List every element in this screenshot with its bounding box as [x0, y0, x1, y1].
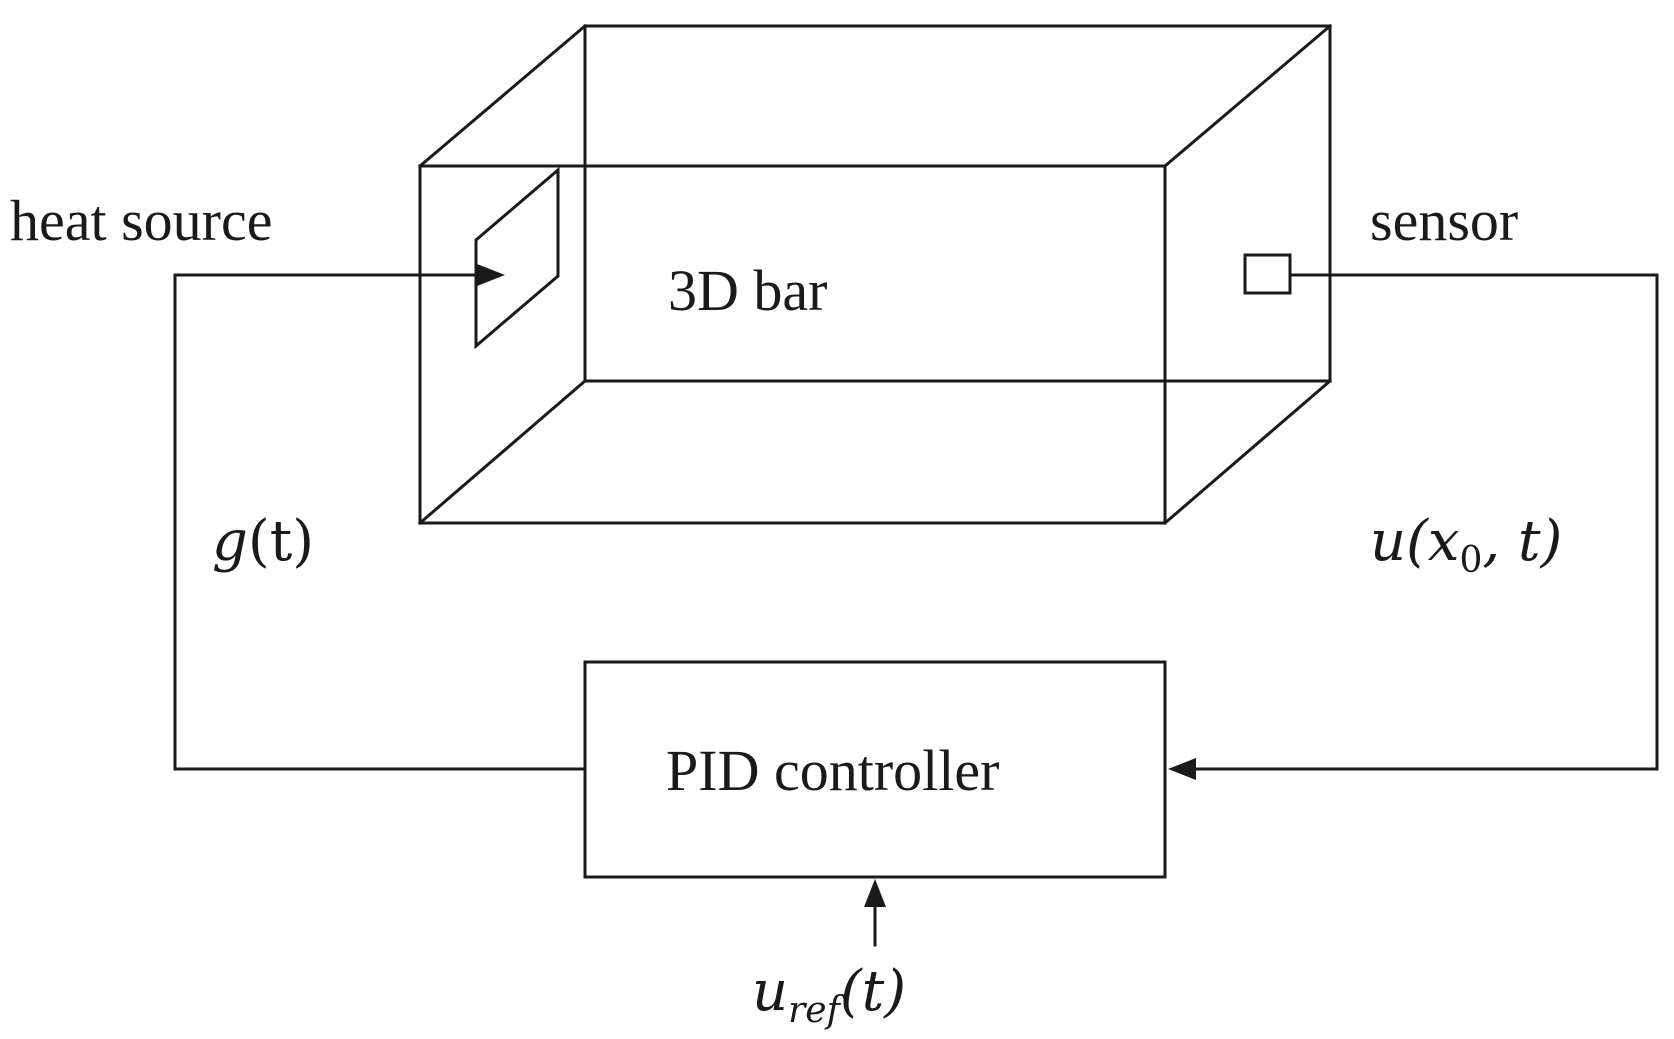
bar-front-face: [418, 164, 1167, 525]
bar-back-face: [583, 24, 1332, 383]
heat-source-plate: [474, 166, 560, 350]
measured-signal-sub: 0: [1460, 540, 1483, 581]
measured-signal-base: u(x: [1370, 509, 1460, 574]
sensor-feedback-line: [1188, 273, 1659, 771]
bar-edge-bottom-left: [417, 378, 588, 526]
control-output-line: [173, 273, 587, 771]
measured-signal-rest: , t): [1482, 509, 1562, 574]
controller-label: PID controller: [666, 738, 999, 803]
bar-edge-bottom-right: [1162, 378, 1333, 526]
bar-3d: [417, 23, 1333, 526]
sensor-square: [1243, 253, 1292, 295]
control-signal-label: g(t): [212, 509, 314, 574]
bar-label: 3D bar: [668, 258, 827, 323]
reference-signal-base: u: [752, 959, 788, 1024]
sensor-label: sensor: [1370, 188, 1518, 253]
arrowhead-into-controller: [1168, 758, 1196, 780]
arrowhead-into-heat-source: [477, 264, 505, 286]
bar-edge-top-left: [417, 23, 588, 169]
bar-edge-top-right: [1162, 23, 1333, 169]
measured-signal-label: u(x0, t): [1370, 509, 1562, 581]
reference-signal-label: uref(t): [752, 959, 906, 1031]
arrowhead-into-controller-bottom: [864, 879, 886, 907]
control-signal-base: g: [212, 509, 248, 574]
reference-signal-sub: ref: [788, 990, 846, 1031]
heat-source-label: heat source: [10, 188, 272, 253]
control-signal-args: (t): [248, 509, 314, 574]
reference-signal-rest: (t): [840, 959, 906, 1024]
